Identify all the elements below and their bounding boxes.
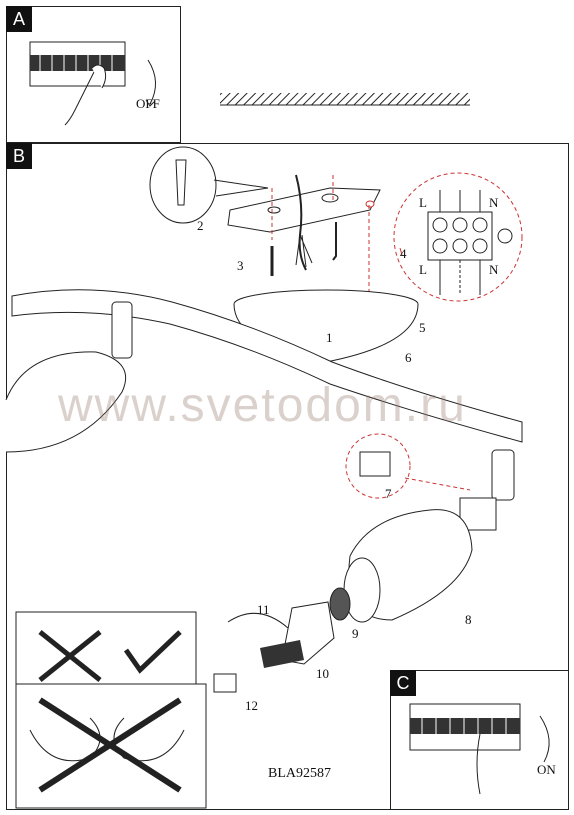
panel-c-caption: ON bbox=[537, 762, 556, 777]
step-12: 12 bbox=[245, 698, 258, 713]
step-6: 6 bbox=[405, 350, 412, 365]
terminal-label-n-bottom: N bbox=[489, 262, 499, 277]
step-10: 10 bbox=[316, 666, 329, 681]
panel-b-label: B bbox=[6, 143, 32, 169]
panel-a-label: A bbox=[6, 6, 32, 32]
step-9: 9 bbox=[352, 626, 359, 641]
bulb-holder-parts bbox=[213, 587, 351, 693]
terminal-label-l-bottom: L bbox=[419, 262, 427, 277]
ceiling-hatch bbox=[220, 93, 470, 105]
mounting-bracket bbox=[227, 187, 381, 233]
step-7: 7 bbox=[385, 486, 392, 501]
breaker-strip-on-icon bbox=[409, 703, 550, 795]
step-1: 1 bbox=[326, 330, 333, 345]
screw-icon bbox=[332, 222, 337, 261]
ground-icon bbox=[497, 228, 513, 244]
terminal-label-l-top: L bbox=[419, 195, 427, 210]
panel-b bbox=[6, 143, 569, 810]
step-4: 4 bbox=[400, 246, 407, 261]
terminal-block-callout bbox=[393, 172, 523, 302]
step-5: 5 bbox=[419, 320, 426, 335]
dowel-callout bbox=[149, 146, 269, 224]
step-11: 11 bbox=[257, 602, 270, 617]
step-3: 3 bbox=[237, 258, 244, 273]
terminal-label-n-top: N bbox=[489, 195, 499, 210]
step-2: 2 bbox=[197, 218, 204, 233]
bulb-icon bbox=[213, 673, 237, 693]
right-spotlight bbox=[343, 509, 473, 623]
step-8: 8 bbox=[465, 612, 472, 627]
left-spotlight bbox=[5, 301, 133, 453]
panel-c bbox=[390, 670, 569, 810]
spotlight-bar bbox=[11, 289, 523, 443]
breaker-strip-off-icon bbox=[29, 41, 156, 126]
panel-c-label: C bbox=[390, 670, 416, 696]
watermark: www.svetodom.ru bbox=[58, 379, 467, 432]
panel-a bbox=[6, 6, 181, 143]
socket-callout bbox=[345, 433, 471, 499]
model-code: BLA92587 bbox=[268, 766, 331, 781]
warning-panel bbox=[15, 611, 207, 809]
